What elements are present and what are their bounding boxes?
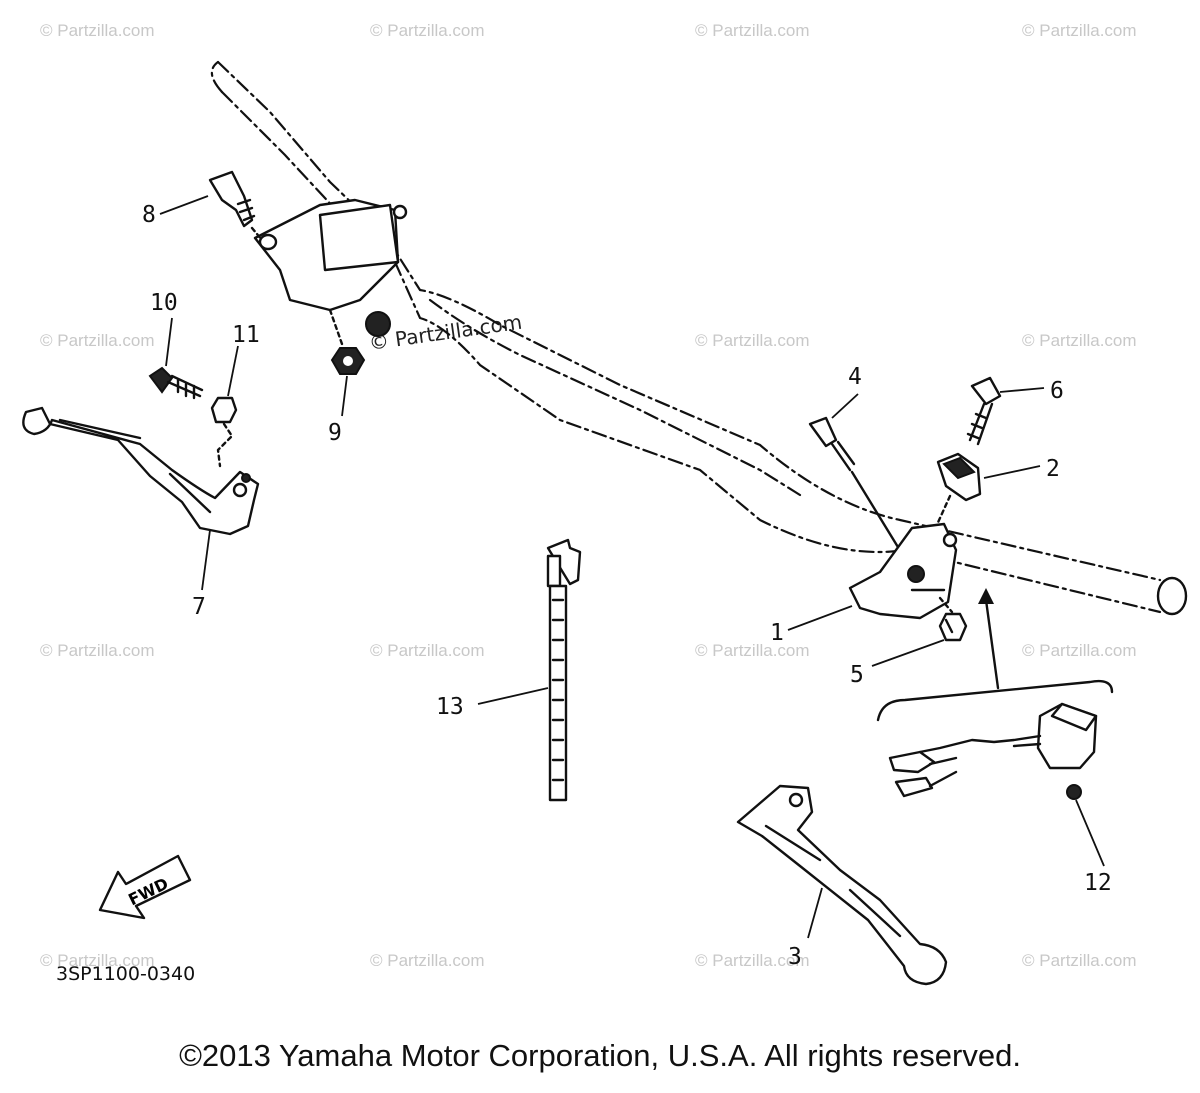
callout-7: 7 (192, 594, 206, 620)
fwd-arrow-icon: FWD (98, 854, 192, 920)
copyright-notice: ©2013 Yamaha Motor Corporation, U.S.A. A… (179, 1038, 1021, 1073)
watermark: © Partzilla.com (40, 331, 155, 350)
watermark: © Partzilla.com (40, 21, 155, 40)
callout-3: 3 (788, 944, 802, 970)
lever-holder-1 (848, 522, 958, 620)
callout-4: 4 (848, 364, 862, 390)
nut-9 (330, 347, 366, 375)
watermark: © Partzilla.com (1022, 331, 1137, 350)
callout-11: 11 (232, 322, 260, 348)
watermark: © Partzilla.com (40, 951, 155, 970)
engine-stop-switch-12 (888, 702, 1098, 800)
bolt-8 (208, 170, 256, 228)
switch-group-bracket (876, 588, 1114, 722)
callout-1: 1 (770, 620, 784, 646)
callout-5: 5 (850, 662, 864, 688)
watermark: © Partzilla.com (1022, 21, 1137, 40)
watermark: © Partzilla.com (370, 951, 485, 970)
bolt-6 (966, 376, 1002, 446)
watermark: © Partzilla.com (695, 331, 810, 350)
callout-8: 8 (142, 202, 156, 228)
callout-layer: 8 10 11 9 7 4 6 2 1 5 13 12 3 (142, 202, 1112, 970)
watermark: © Partzilla.com (370, 641, 485, 660)
callout-13: 13 (436, 694, 464, 720)
watermark: © Partzilla.com (695, 21, 810, 40)
clutch-lever-7 (22, 406, 260, 536)
watermark: © Partzilla.com (695, 641, 810, 660)
nut-11 (210, 396, 238, 424)
watermark: © Partzilla.com (1022, 951, 1137, 970)
callout-10: 10 (150, 290, 178, 316)
watermark: © Partzilla.com (1022, 641, 1137, 660)
brake-lever-3 (736, 784, 948, 986)
holder-2 (936, 452, 982, 502)
lever-holder (253, 198, 408, 337)
cable-tie-13 (546, 538, 582, 802)
diagram-code: 3SP1100-0340 (56, 963, 195, 985)
watermark-layer: © Partzilla.com © Partzilla.com © Partzi… (40, 21, 1137, 970)
nut-5 (938, 612, 968, 642)
callout-12: 12 (1084, 870, 1112, 896)
callout-2: 2 (1046, 456, 1060, 482)
bolt-4 (808, 416, 856, 472)
watermark: © Partzilla.com (40, 641, 155, 660)
callout-6: 6 (1050, 378, 1064, 404)
watermark: © Partzilla.com (695, 951, 810, 970)
callout-9: 9 (328, 420, 342, 446)
watermark: © Partzilla.com (370, 21, 485, 40)
bolt-10 (148, 366, 204, 400)
handlebar-outline (210, 60, 1188, 616)
